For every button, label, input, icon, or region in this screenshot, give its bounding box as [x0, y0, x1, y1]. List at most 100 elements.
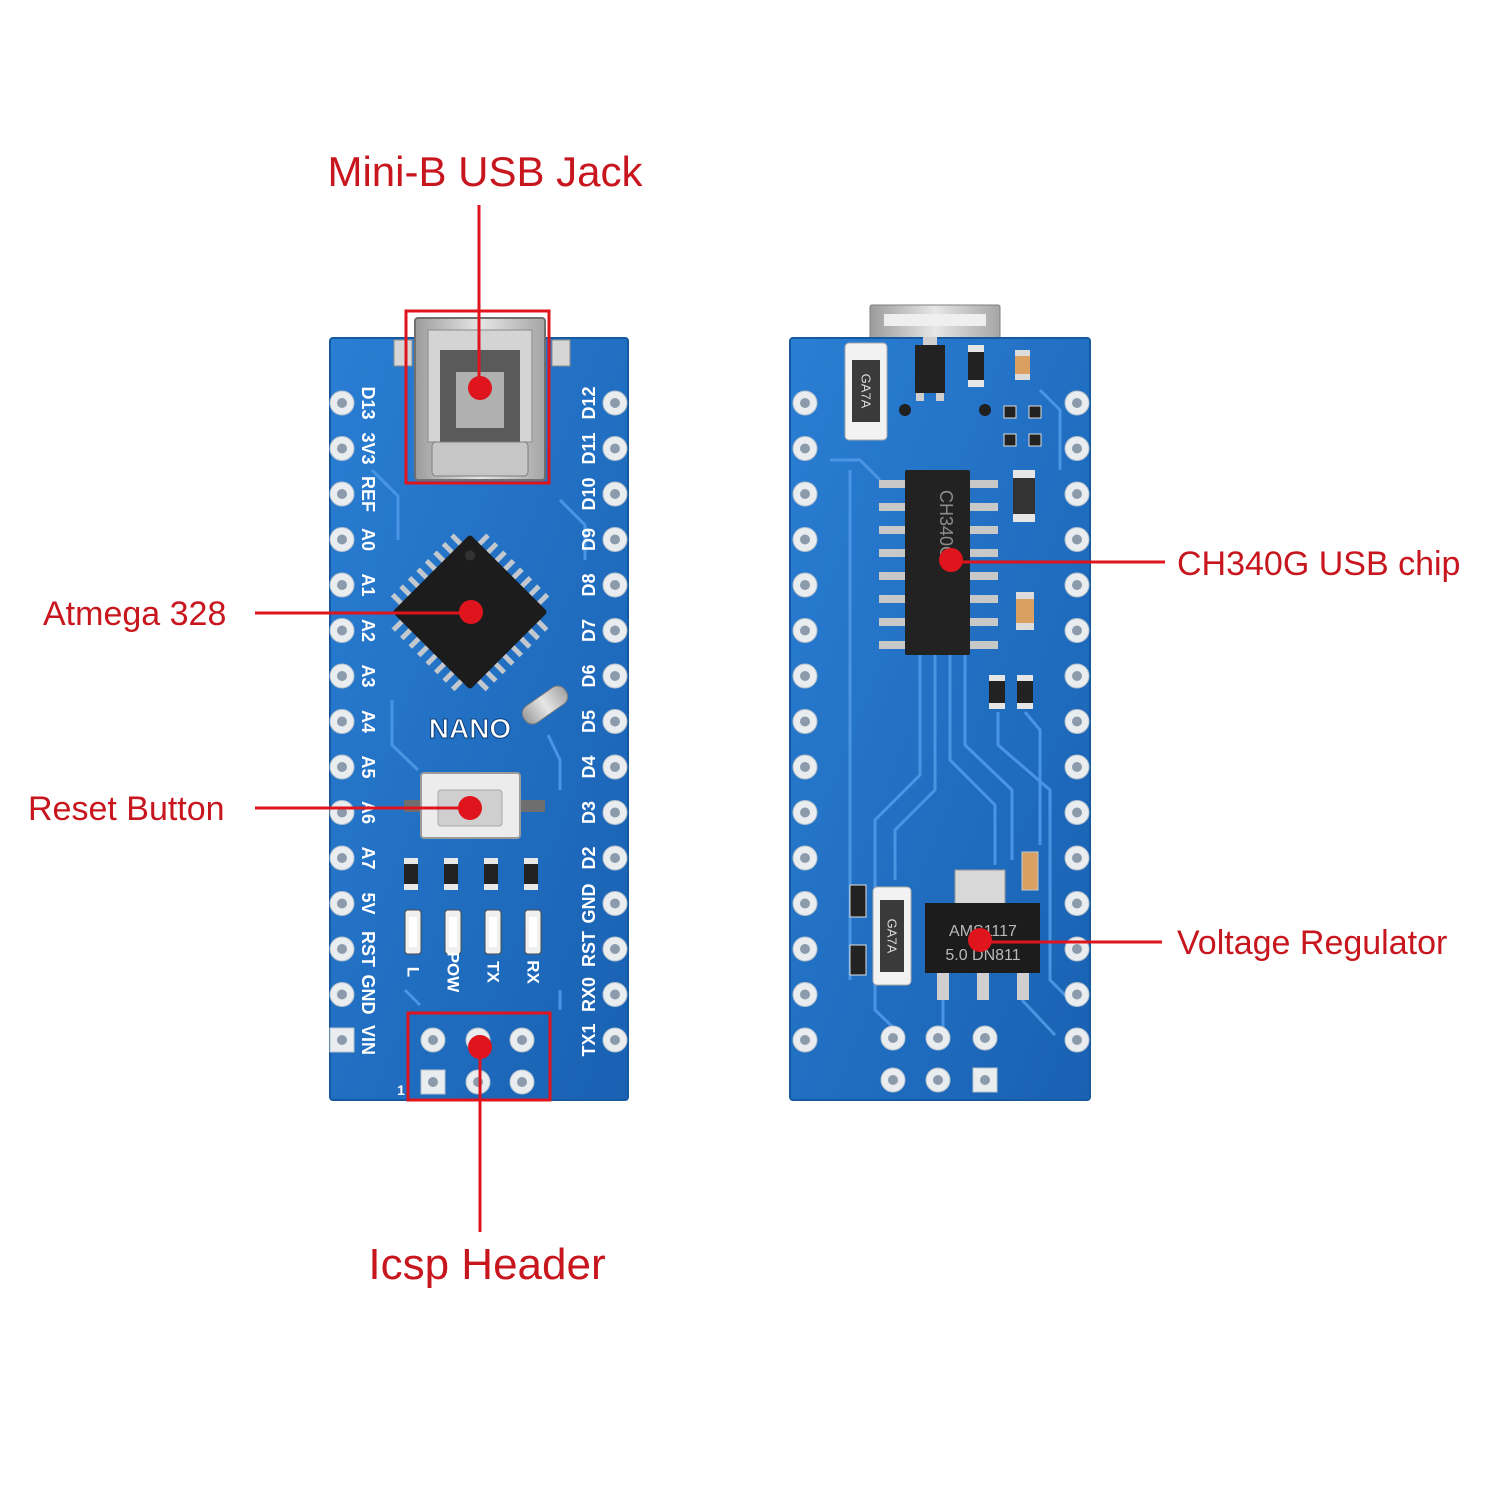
- chip-pin: [527, 584, 541, 598]
- chip-pin: [476, 678, 490, 692]
- pad-hole: [1072, 716, 1082, 727]
- via: [899, 404, 911, 416]
- pad-hole: [337, 443, 347, 454]
- header-pin: [1064, 390, 1090, 416]
- pin-label: A6: [358, 801, 378, 824]
- pin-label: A4: [358, 710, 378, 733]
- trace: [558, 498, 587, 560]
- resistor-body: [968, 345, 984, 387]
- icsp-pin: [880, 1067, 906, 1093]
- icsp-pin: [509, 1069, 535, 1095]
- header-pin: [1064, 982, 1090, 1007]
- chip-pin: [433, 550, 446, 564]
- header-pin: [792, 845, 818, 871]
- header-pin: [602, 436, 628, 461]
- header-pin: [792, 527, 818, 552]
- sot23-transistor: [915, 337, 945, 401]
- pad-hole: [337, 534, 347, 545]
- front-traces: [370, 468, 587, 1010]
- pin-label: A7: [358, 846, 378, 869]
- header-pin: [602, 754, 628, 780]
- header-pin: [792, 390, 818, 416]
- usb-jack-marker-dot: [468, 376, 492, 400]
- chip-pin: [879, 503, 905, 511]
- resistor-end: [444, 884, 458, 890]
- led-label-rx: RX: [524, 960, 543, 984]
- header-pin: [329, 1027, 355, 1053]
- chip-pin: [501, 653, 515, 666]
- pad-hole: [800, 398, 810, 408]
- header-pin: [329, 618, 355, 643]
- pad-hole: [800, 1035, 810, 1045]
- header-pin: [329, 891, 355, 916]
- pin-label: D9: [579, 528, 599, 551]
- reset-marker-dot: [458, 796, 482, 820]
- pad-hole: [337, 853, 347, 863]
- icsp-pin: [925, 1067, 951, 1093]
- chip-pin: [502, 558, 516, 572]
- resistor-end: [404, 858, 418, 864]
- regulator-leg: [937, 970, 949, 1000]
- header-pin: [792, 982, 818, 1007]
- pad-hole: [610, 489, 620, 499]
- reset-label: Reset Button: [28, 790, 225, 828]
- chip-pin: [518, 636, 532, 649]
- chip-pin: [484, 669, 498, 683]
- led-label-tx: TX: [484, 961, 503, 983]
- back-board: GA7A: [789, 304, 1091, 1101]
- header-pin: [602, 663, 628, 689]
- capacitor-end: [1016, 623, 1034, 630]
- pad-hole: [800, 580, 810, 590]
- regulator-tab: [954, 869, 1006, 907]
- pin-label: D7: [579, 619, 599, 642]
- pad-hole: [610, 807, 620, 818]
- chip-pin: [879, 595, 905, 603]
- regulator-label: Voltage Regulator: [1177, 924, 1447, 962]
- usb-jack-label: Mini-B USB Jack: [327, 148, 643, 195]
- chip-pin: [399, 584, 413, 598]
- chip-pin: [407, 575, 421, 589]
- resistor-end: [1013, 514, 1035, 522]
- pin-label: D10: [579, 477, 599, 510]
- pad-hole: [337, 625, 347, 636]
- chip-pin: [511, 567, 524, 581]
- led-lens: [449, 917, 457, 947]
- pin-label: GND: [579, 884, 599, 924]
- diode-top-marking: GA7A: [859, 374, 874, 409]
- pad-hole: [1072, 443, 1082, 454]
- header-pin: [792, 936, 818, 962]
- pad-hole: [1072, 671, 1082, 681]
- smd-capacitor: [1015, 350, 1030, 380]
- pin-label: D12: [579, 386, 599, 419]
- header-pin: [329, 572, 355, 598]
- ch340g-marker-dot: [939, 548, 963, 572]
- resistor: [524, 858, 538, 890]
- pin-label: D6: [579, 664, 599, 687]
- regulator-marker-dot: [968, 928, 992, 952]
- trace: [1038, 388, 1062, 470]
- chip-pin: [970, 641, 998, 649]
- pad-hole: [428, 1077, 438, 1087]
- header-pin: [602, 800, 628, 825]
- header-pin: [329, 527, 355, 552]
- pad-hole: [1072, 1035, 1082, 1045]
- chip-pin: [879, 549, 905, 557]
- chip-pin: [416, 567, 429, 581]
- pin-label: A0: [358, 528, 378, 551]
- chip-pin: [527, 627, 541, 641]
- pad-hole: [1072, 625, 1082, 636]
- icsp-pin: [880, 1025, 906, 1051]
- sot23-leg: [936, 393, 944, 401]
- header-pin: [792, 481, 818, 507]
- capacitor-body: [1015, 350, 1030, 380]
- pin-label: VIN: [358, 1025, 378, 1055]
- led-label-pow: POW: [444, 952, 463, 994]
- trace: [963, 655, 1014, 860]
- sot23-leg: [916, 393, 924, 401]
- mini-usb-jack: [393, 317, 571, 481]
- ch340g-label: CH340G USB chip: [1177, 545, 1460, 583]
- pin-label: RST: [579, 931, 599, 967]
- usb-bottom-tab: [431, 441, 529, 477]
- resistor-end: [968, 345, 984, 352]
- pin-label: RX0: [579, 977, 599, 1012]
